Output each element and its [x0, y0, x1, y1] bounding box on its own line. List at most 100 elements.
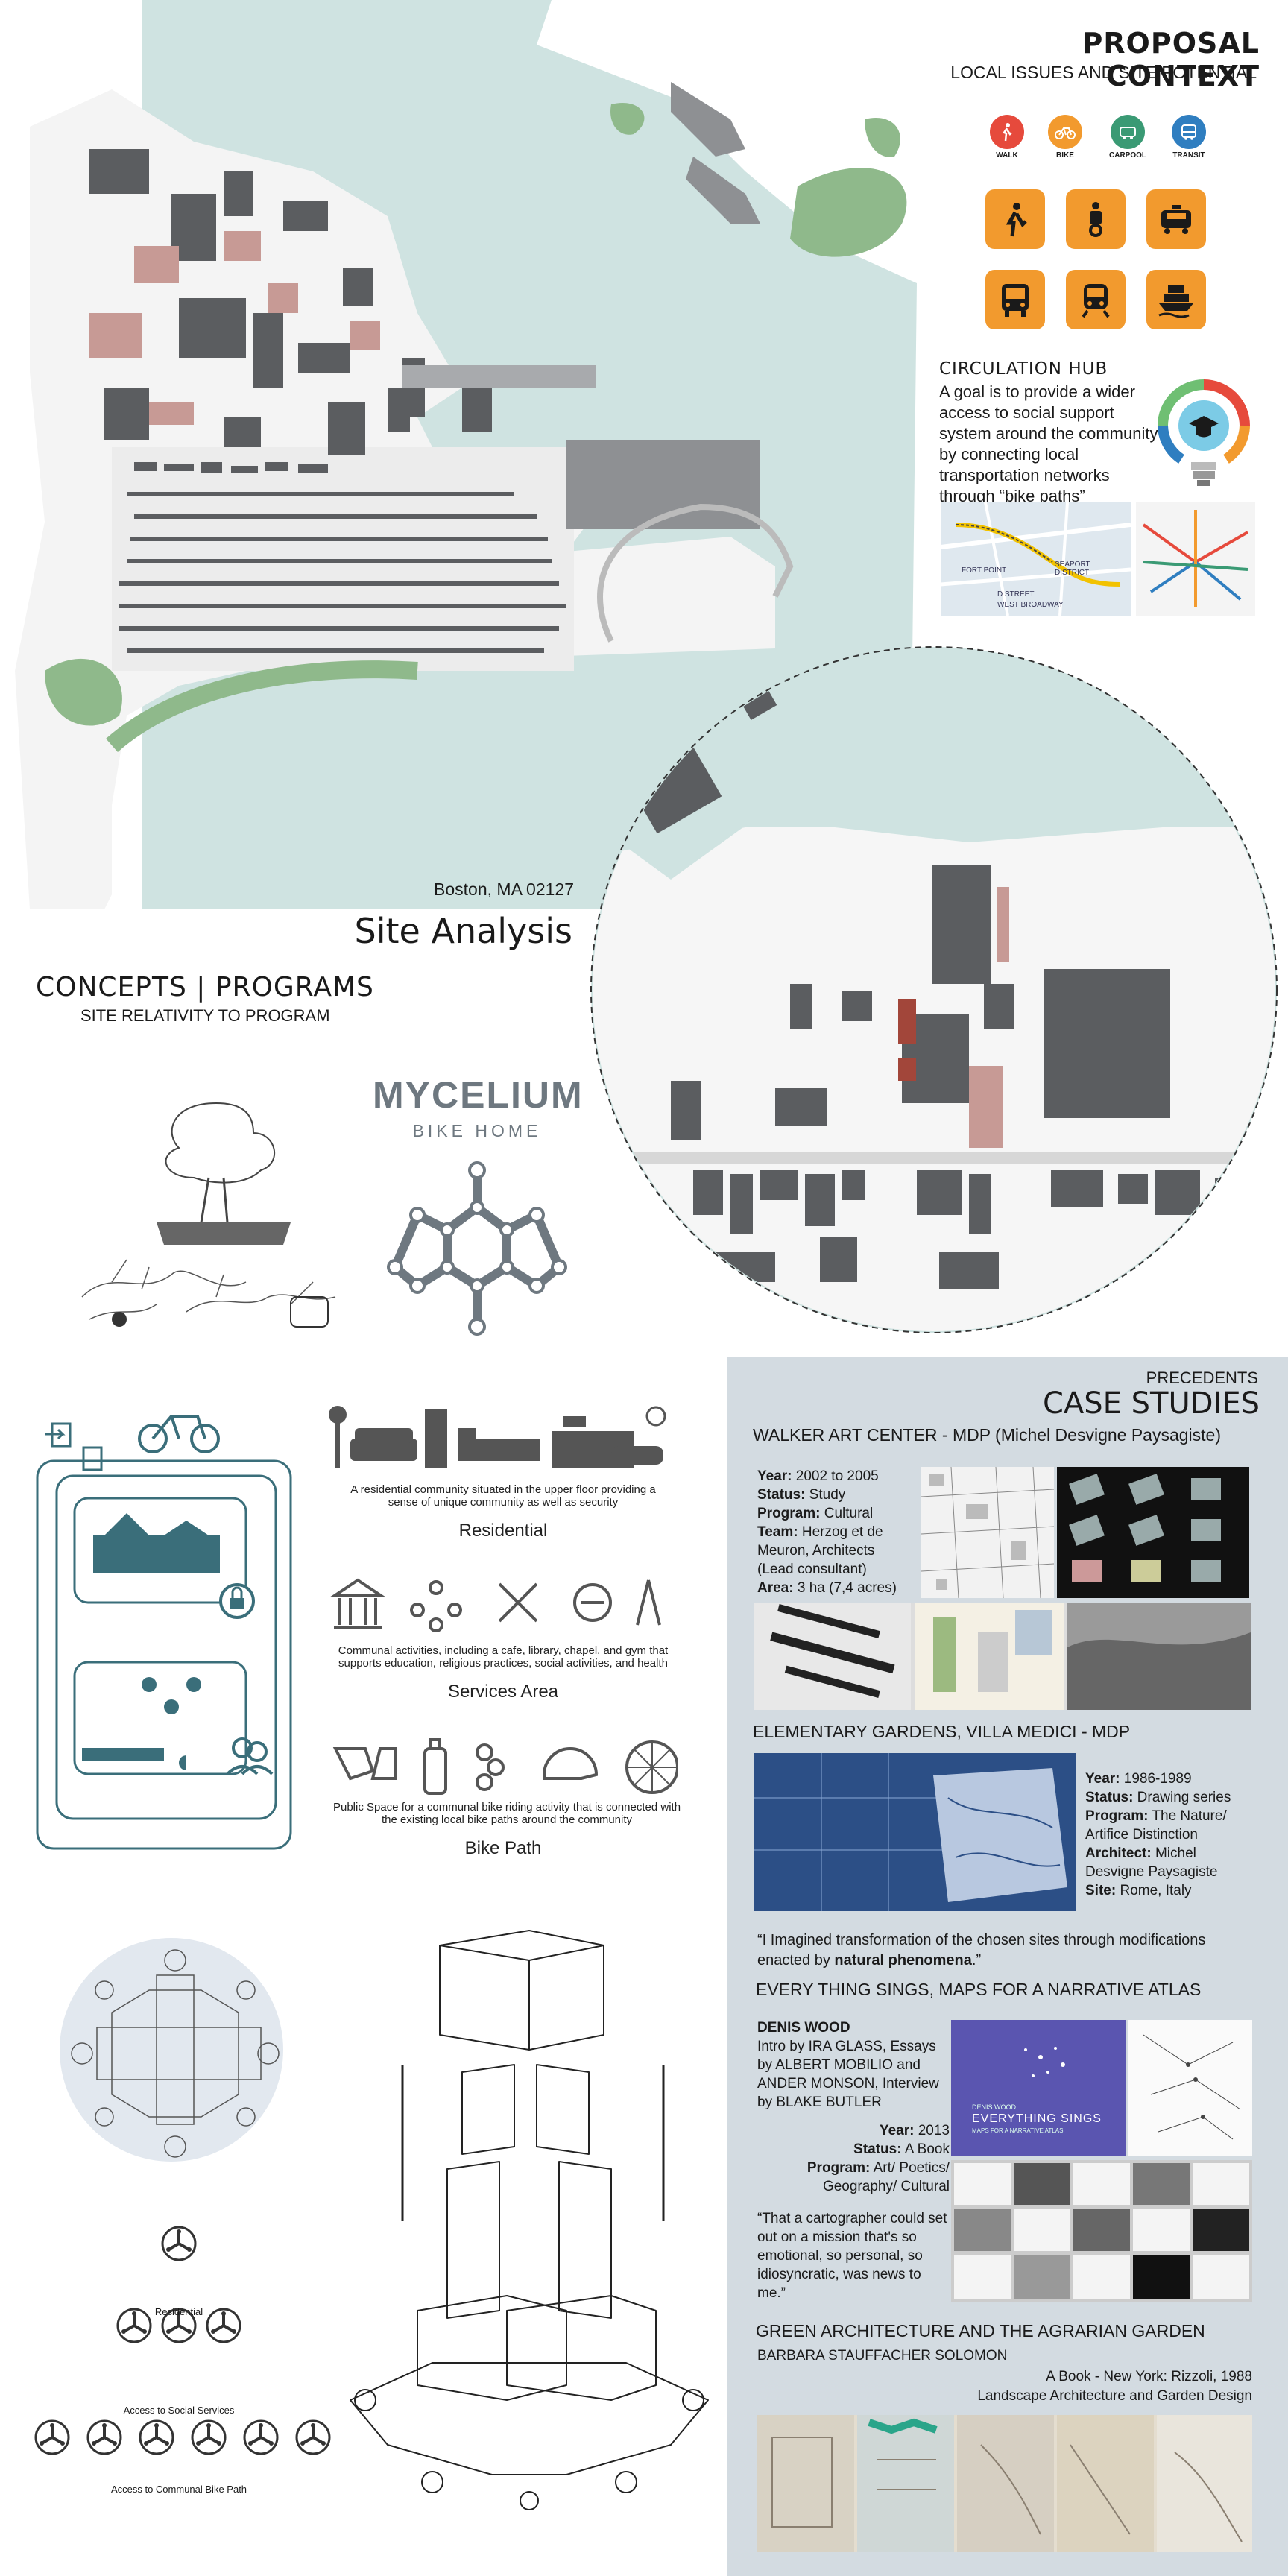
villa-medici-drawing — [754, 1753, 1076, 1911]
mycelium-network-logo — [387, 1161, 567, 1336]
everything-sings-cover: DENIS WOOD EVERYTHING SINGS MAPS FOR A N… — [951, 2020, 1126, 2156]
map-label-seaport: SEAPORT DISTRICT — [1055, 561, 1090, 577]
map-label-west-broadway: WEST BROADWAY — [997, 601, 1064, 609]
cyclist-icon — [1066, 189, 1126, 249]
case3-author: DENIS WOOD — [757, 2020, 850, 2036]
plan-circle-diagram — [60, 1938, 283, 2162]
mycelium-root-sketch — [81, 1102, 336, 1328]
case1-year-key: Year: — [757, 1468, 792, 1484]
case2-year-key: Year: — [1085, 1771, 1120, 1787]
circulation-hub-title: CIRCULATION HUB — [939, 359, 1108, 379]
bike-icon — [1048, 115, 1082, 149]
pedestrian-icon — [985, 189, 1045, 249]
taxi-icon — [1146, 189, 1206, 249]
case2-quote-a: “I Imagined transformation of the chosen… — [757, 1932, 1206, 1969]
mycelium-logo-text: MYCELIUM — [373, 1074, 584, 1116]
cover-title: EVERYTHING SINGS — [972, 2112, 1102, 2125]
case2-quote-b: natural phenomena — [834, 1952, 972, 1969]
case3-quote: “That a cartographer could set out on a … — [757, 2211, 947, 2301]
cover-subtitle: MAPS FOR A NARRATIVE ATLAS — [972, 2127, 1064, 2134]
case3-year-key: Year: — [879, 2123, 915, 2138]
case2-quote-c: .” — [971, 1952, 982, 1969]
tri-node-diagrams — [34, 2226, 331, 2455]
mbta-subway-map — [1136, 502, 1255, 616]
case1-area: 3 ha (7,4 acres) — [793, 1580, 897, 1596]
residential-desc: A residential community situated in the … — [350, 1483, 656, 1509]
case4-pub2: Landscape Architecture and Garden Design — [977, 2388, 1252, 2404]
case2-architect-key: Architect: — [1085, 1846, 1152, 1861]
case1-team: Herzog et de Meuron, Architects (Lead co… — [757, 1524, 883, 1577]
circulation-hub-text: A goal is to provide a wider access to s… — [939, 382, 1158, 505]
case4-author: BARBARA STAUFFACHER SOLOMON — [757, 2348, 1008, 2364]
proposal-title: PROPOSAL CONTEXT — [1082, 27, 1260, 92]
case2-status-key: Status: — [1085, 1790, 1134, 1805]
bike-label: BIKE — [1056, 151, 1074, 160]
walk-icon — [990, 115, 1024, 149]
site-map — [15, 0, 1278, 1333]
site-location: Boston, MA 02127 — [434, 880, 574, 899]
case3-credits: Intro by IRA GLASS, Essays by ALBERT MOB… — [757, 2039, 939, 2110]
walker-strip-images — [754, 1603, 1251, 1710]
walker-model-grid — [1057, 1467, 1249, 1598]
case2-program: The Nature/ Artifice Distinction — [1085, 1808, 1227, 1843]
case3-status: A Book — [901, 2141, 950, 2157]
precedents-kicker: PRECEDENTS — [1146, 1368, 1258, 1387]
case3-status-key: Status: — [853, 2141, 902, 2157]
case2-site-key: Site: — [1085, 1883, 1117, 1898]
case1-status: Study — [805, 1487, 846, 1503]
residential-title: Residential — [458, 1521, 548, 1541]
everything-sings-spread — [1128, 2020, 1252, 2156]
case1-title: WALKER ART CENTER - MDP (Michel Desvigne… — [753, 1425, 1221, 1445]
train-icon — [1066, 270, 1126, 329]
case3-program-key: Program: — [806, 2160, 871, 2176]
walk-label: WALK — [996, 151, 1018, 160]
carpool-label: CARPOOL — [1109, 151, 1146, 160]
services-desc: Communal activities, including a cafe, l… — [338, 1644, 669, 1670]
services-icons — [330, 1578, 661, 1632]
case1-area-key: Area: — [757, 1580, 794, 1596]
services-title: Services Area — [447, 1682, 559, 1702]
case-studies-title: CASE STUDIES — [1042, 1386, 1260, 1421]
site-analysis-title: Site Analysis — [354, 911, 572, 951]
case1-program-key: Program: — [757, 1506, 821, 1521]
case1-status-key: Status: — [757, 1487, 806, 1503]
case2-status: Drawing series — [1133, 1790, 1231, 1805]
bike-path-icons — [332, 1738, 678, 1795]
lightbulb-icon — [1158, 379, 1250, 486]
ferry-icon — [1146, 270, 1206, 329]
case1-year: 2002 to 2005 — [792, 1468, 879, 1484]
case2-program-key: Program: — [1085, 1808, 1149, 1824]
seaport-transit-map — [941, 502, 1131, 616]
exploded-axonometric — [350, 1930, 709, 2510]
bike-path-desc: Public Space for a communal bike riding … — [332, 1801, 681, 1826]
residential-icons — [329, 1406, 666, 1468]
transit-icon — [1172, 115, 1206, 149]
case2-architect: Michel Desvigne Paysagiste — [1085, 1846, 1218, 1880]
transit-label: TRANSIT — [1172, 151, 1205, 160]
carpool-icon — [1111, 115, 1145, 149]
walker-plan-sketch — [921, 1467, 1054, 1598]
map-label-fort-point: FORT POINT — [962, 566, 1007, 575]
case2-quote: “I Imagined transformation of the chosen… — [757, 1931, 1249, 1971]
case4-pub1: A Book - New York: Rizzoli, 1988 — [1046, 2369, 1252, 2384]
case3-program: Art/ Poetics/ Geography/ Cultural — [822, 2160, 950, 2194]
case2-details: Year: 1986-1989 Status: Drawing series P… — [1085, 1770, 1249, 1900]
bus-icon — [985, 270, 1045, 329]
case1-details: Year: 2002 to 2005 Status: Study Program… — [757, 1467, 914, 1597]
proposal-subtitle: LOCAL ISSUES AND SITE POTENTIAL — [950, 63, 1257, 82]
case1-program: Cultural — [820, 1506, 874, 1521]
diagram-label-residential: Residential — [154, 2306, 203, 2317]
mycelium-logo-sub: BIKE HOME — [412, 1121, 542, 1140]
map-label-d-street: D STREET — [997, 590, 1035, 599]
concepts-subtitle: SITE RELATIVITY TO PROGRAM — [80, 1006, 330, 1025]
case2-title: ELEMENTARY GARDENS, VILLA MEDICI - MDP — [753, 1722, 1131, 1741]
program-flow-diagram — [36, 1415, 292, 1850]
case2-site: Rome, Italy — [1116, 1883, 1192, 1898]
case3-year: 2013 — [914, 2123, 950, 2138]
cover-author: DENIS WOOD — [972, 2103, 1017, 2111]
case3-title: EVERY THING SINGS, MAPS FOR A NARRATIVE … — [756, 1980, 1202, 1999]
bike-path-title: Bike Path — [464, 1838, 542, 1858]
case3-details: DENIS WOOD Intro by IRA GLASS, Essays by… — [757, 2018, 944, 2112]
diagram-label-social: Access to Social Services — [123, 2405, 235, 2416]
case4-title: GREEN ARCHITECTURE AND THE AGRARIAN GARD… — [756, 2321, 1205, 2340]
